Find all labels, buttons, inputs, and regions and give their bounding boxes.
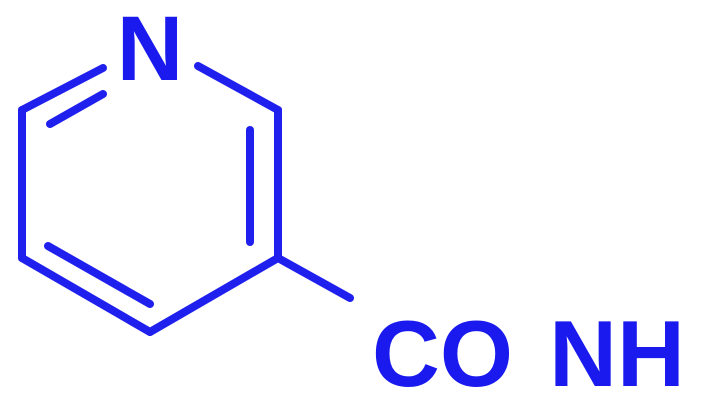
ring-nitrogen-label: N [117, 0, 183, 100]
amide-group-label: CO NH 2 [372, 301, 709, 396]
bond-c3-c4 [18, 254, 154, 336]
bond-c4-c5 [146, 254, 282, 336]
carbonyl-label: CO [372, 301, 513, 396]
bond-c5-amide [274, 254, 354, 302]
bond-c6-n1 [194, 62, 282, 114]
bond-n1-c2 [18, 64, 107, 114]
amine-label: NH [549, 301, 685, 396]
double-bond-c3-c4 [44, 242, 154, 308]
double-bond-n1-c2 [46, 90, 107, 128]
